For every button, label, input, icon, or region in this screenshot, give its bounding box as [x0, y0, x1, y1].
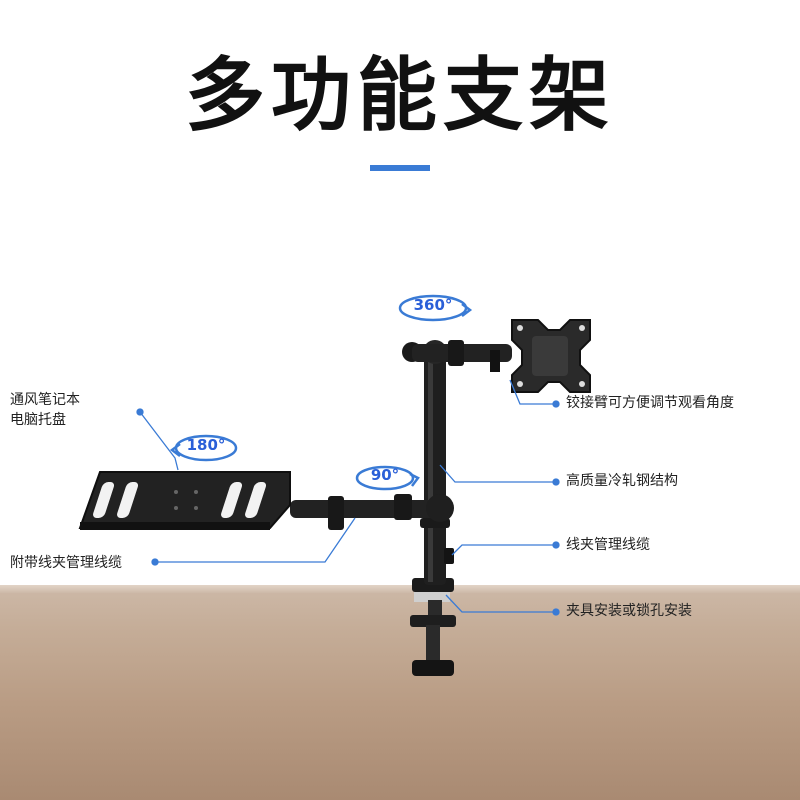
desk-clamp	[410, 578, 456, 676]
main-pole	[420, 340, 454, 585]
callout-laptop-tray-line1: 通风笔记本	[10, 392, 80, 408]
callout-cable-clip-left: 附带线夹管理线缆	[10, 555, 122, 571]
callout-mount: 夹具安装或锁孔安装	[566, 603, 692, 619]
desk-edge	[0, 585, 800, 593]
rotation-arrow-180	[169, 434, 238, 462]
page-title: 多功能支架	[185, 49, 615, 142]
callout-hinge-arm: 铰接臂可方便调节观看角度	[566, 395, 734, 411]
rotation-90-label: 90°	[370, 466, 400, 484]
desk-surface	[0, 585, 800, 800]
rotation-180-label: 180°	[186, 436, 226, 454]
rotation-360-label: 360°	[413, 296, 453, 314]
tray-arm	[290, 494, 454, 530]
callout-cable-clip-right: 线夹管理线缆	[566, 537, 650, 553]
monitor-arm	[402, 340, 512, 372]
laptop-tray	[78, 471, 291, 530]
vesa-plate	[511, 319, 591, 393]
rotation-arrow-360	[398, 294, 473, 322]
callout-lines	[136, 379, 560, 616]
rotation-arrow-90	[355, 465, 420, 491]
callout-steel: 高质量冷轧钢结构	[566, 473, 678, 489]
title-underline	[370, 165, 430, 171]
callout-laptop-tray-line2: 电脑托盘	[10, 412, 66, 428]
